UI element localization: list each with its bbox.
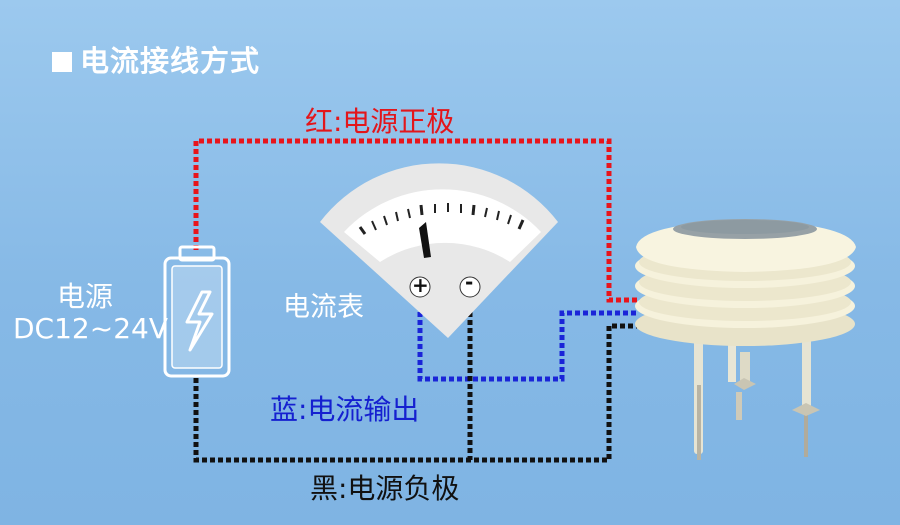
red-wire-label: 红:电源正极 [305, 105, 455, 138]
minus-terminal: - [465, 270, 474, 294]
blue-wire [417, 296, 637, 382]
square-bullet-icon [52, 52, 72, 72]
title-text: 电流接线方式 [80, 44, 261, 78]
sensor-shield-icon [635, 219, 856, 460]
plus-terminal: + [412, 273, 429, 297]
page-title: 电流接线方式 [52, 38, 260, 80]
ammeter-needle [419, 222, 431, 258]
red-wire [193, 138, 637, 303]
battery-icon [163, 245, 231, 378]
ammeter-icon [320, 163, 558, 338]
power-label: 电源 [57, 280, 114, 313]
power-voltage-label: DC12~24V [13, 312, 168, 345]
blue-wire-label: 蓝:电流输出 [270, 393, 420, 426]
ammeter-label: 电流表 [283, 292, 364, 323]
black-wire-label: 黑:电源负极 [310, 472, 460, 505]
